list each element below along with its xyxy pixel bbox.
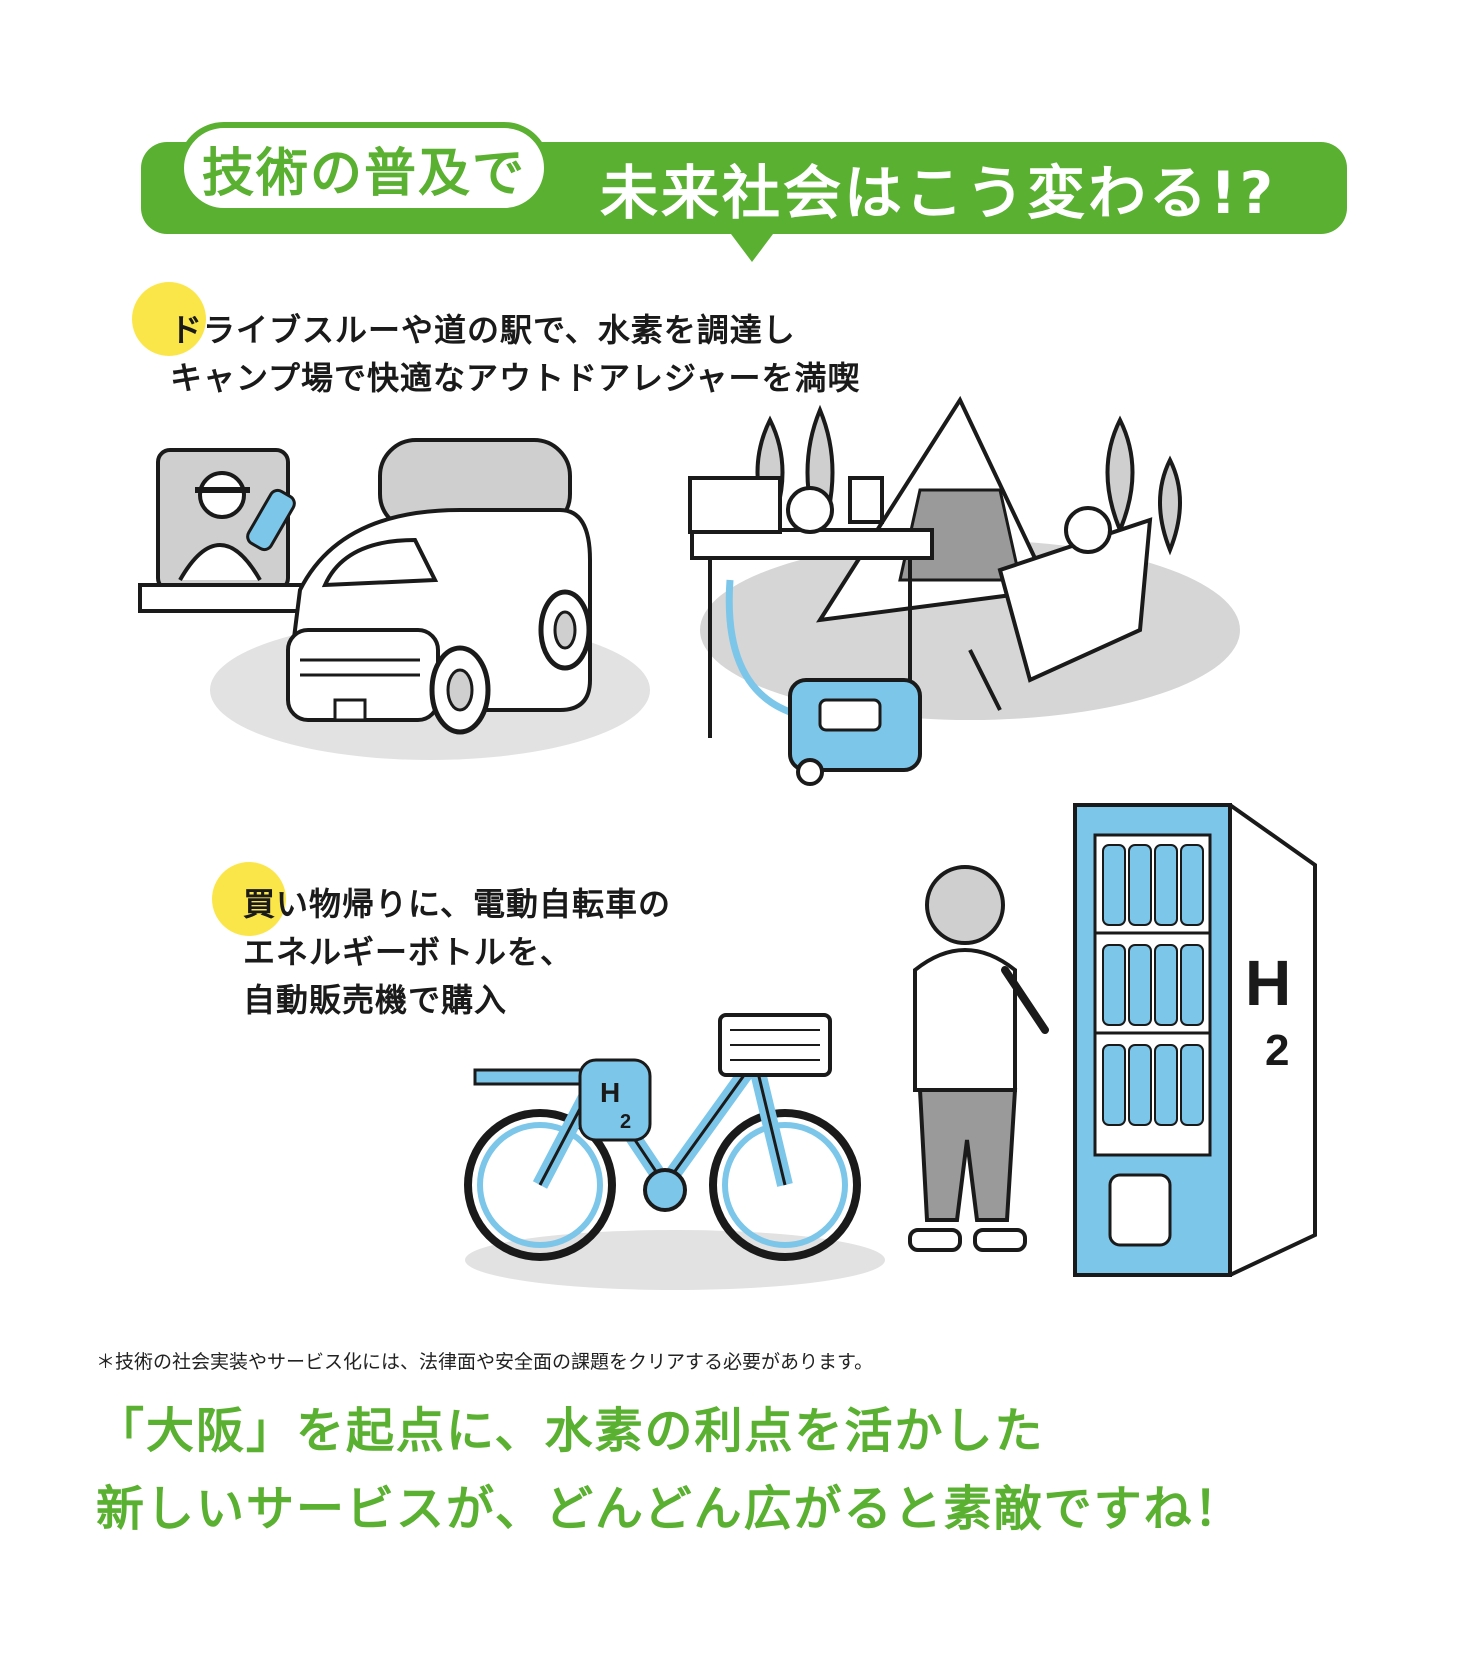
caption-line: 自動販売機で購入 [243,981,508,1019]
closing-line: 「大阪」を起点に、水素の利点を活かした [96,1403,1045,1459]
bike-h2-label: H [600,1077,620,1108]
caption-line: キャンプ場で快適なアウトドアレジャーを満喫 [170,359,861,397]
caption-marker-dot [132,282,206,356]
scene2-caption: 買い物帰りに、電動自転車の エネルギーボトルを、 自動販売機で購入 [243,880,671,1024]
vending-h2-sub: 2 [1265,1026,1289,1075]
vending-h2-label: H [1245,947,1291,1019]
bike-h2-sub: 2 [620,1111,631,1133]
woman-illustration [908,865,1049,1252]
header-headline: 未来社会はこう変わる!? [600,159,1277,227]
camping-illustration [688,395,1240,786]
hydrogen-bicycle-illustration: H 2 [464,1013,885,1290]
scene1-caption: ドライブスルーや道の駅で、水素を調達し キャンプ場で快適なアウトドアレジャーを満… [170,306,860,402]
caption-line: ドライブスルーや道の駅で、水素を調達し [170,311,796,349]
caption-marker-dot [212,862,286,936]
vending-machine-illustration: H 2 [1073,803,1317,1277]
caption-line: エネルギーボトルを、 [243,933,574,971]
header-tag-text: 技術の普及で [201,143,526,204]
banner-pointer [728,230,776,262]
footnote: ＊技術の社会実装やサービス化には、法律面や安全面の課題をクリアする必要があります… [96,1351,874,1373]
closing-line: 新しいサービスが、どんどん広がると素敵ですね！ [96,1481,1244,1537]
header-tag: 技術の普及で [178,122,550,214]
closing-message: 「大阪」を起点に、水素の利点を活かした 新しいサービスが、どんどん広がると素敵で… [96,1392,1244,1548]
drive-thru-car-illustration [138,438,650,760]
caption-line: 買い物帰りに、電動自転車の [243,885,672,923]
